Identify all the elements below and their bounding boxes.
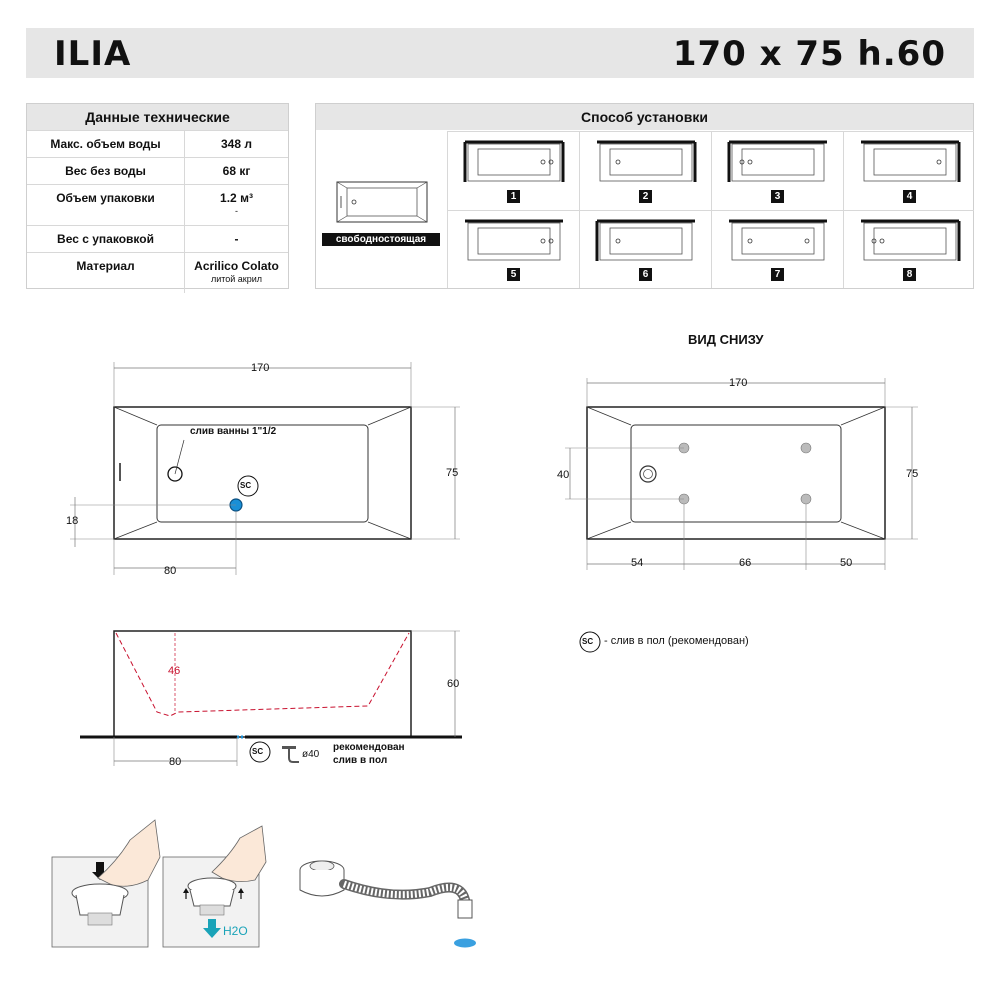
top-view-drawing bbox=[70, 362, 460, 575]
spec-table: Данные технические Макс. объем воды 348 … bbox=[26, 103, 289, 293]
model-name: ILIA bbox=[54, 34, 132, 74]
water-arrow-icon bbox=[203, 919, 221, 938]
bottom-seg3-label: 50 bbox=[840, 557, 853, 569]
top-depth-label: 75 bbox=[446, 467, 459, 479]
side-height-label: 60 bbox=[447, 678, 460, 690]
bottom-view-drawing bbox=[565, 378, 918, 570]
wall-tub-icon bbox=[727, 140, 827, 182]
floor-drain-icon bbox=[454, 938, 476, 948]
drain-label: слив ванны 1"1/2 bbox=[190, 426, 277, 437]
hand-icon bbox=[97, 819, 161, 887]
side-sc-label: SC bbox=[252, 747, 264, 756]
wall-tub-icon bbox=[597, 140, 697, 182]
install-option-number: 5 bbox=[507, 268, 520, 281]
wall-tub-icon bbox=[729, 219, 827, 261]
install-option-number: 8 bbox=[903, 268, 916, 281]
side-offset-x-label: 80 bbox=[169, 756, 182, 768]
side-inner-depth-label: 46 bbox=[168, 665, 181, 677]
bottom-view-title: ВИД СНИЗУ bbox=[688, 332, 764, 347]
install-option-1[interactable]: 1 bbox=[447, 131, 579, 210]
spec-value: 348 л bbox=[221, 137, 252, 151]
spec-key: Материал bbox=[27, 253, 185, 293]
bottom-seg2-label: 66 bbox=[739, 557, 752, 569]
model-size: 170 x 75 h.60 bbox=[672, 34, 946, 74]
spec-value: - bbox=[234, 232, 239, 246]
siphon-pipe-icon bbox=[282, 746, 299, 763]
drain-kit-illustration bbox=[299, 860, 476, 948]
spec-value: 68 кг bbox=[222, 164, 251, 178]
spec-value-main: 1.2 м³ bbox=[220, 191, 253, 205]
foot-icon bbox=[800, 493, 812, 505]
water-label: H2O bbox=[223, 924, 248, 938]
install-freestanding: свободностоящая bbox=[316, 130, 447, 288]
spec-value-sub: - bbox=[235, 206, 238, 216]
spec-row: Вес с упаковкой - bbox=[27, 225, 288, 252]
spec-key: Макс. объем воды bbox=[27, 131, 185, 157]
install-option-3[interactable]: 3 bbox=[711, 131, 843, 210]
install-option-2[interactable]: 2 bbox=[579, 131, 711, 210]
drain-push-illustration-2 bbox=[162, 825, 267, 948]
wall-tub-icon bbox=[861, 219, 961, 261]
top-width-label: 170 bbox=[251, 362, 270, 374]
wall-tub-icon bbox=[861, 140, 961, 182]
bottom-seg1-label: 54 bbox=[631, 557, 644, 569]
header-bar: ILIA 170 x 75 h.60 bbox=[26, 28, 974, 78]
recommended-line-2: слив в пол bbox=[333, 755, 388, 766]
install-option-8[interactable]: 8 bbox=[843, 210, 974, 288]
sc-icon bbox=[249, 741, 271, 763]
sc-label: SC bbox=[240, 481, 252, 490]
freestanding-tub-icon bbox=[336, 181, 428, 223]
wall-tub-icon bbox=[463, 140, 565, 182]
spec-row: Макс. объем воды 348 л bbox=[27, 130, 288, 157]
spec-row: Объем упаковки 1.2 м³- bbox=[27, 184, 288, 225]
side-view-drawing bbox=[80, 630, 462, 766]
installation-panel: Способ установки свободностоящая 1 bbox=[315, 103, 974, 289]
recommended-line-1: рекомендован bbox=[333, 742, 405, 753]
spec-key: Объем упаковки bbox=[27, 185, 185, 225]
install-option-7[interactable]: 7 bbox=[711, 210, 843, 288]
install-option-number: 4 bbox=[903, 190, 916, 203]
spec-value: 1.2 м³- bbox=[185, 185, 288, 225]
spec-title: Данные технические bbox=[27, 104, 288, 130]
install-option-number: 6 bbox=[639, 268, 652, 281]
install-option-number: 2 bbox=[639, 190, 652, 203]
sc-icon bbox=[237, 475, 259, 497]
hand-icon bbox=[211, 825, 267, 882]
top-offset-y-label: 18 bbox=[66, 515, 79, 527]
recommended-label: рекомендован слив в пол bbox=[333, 741, 405, 767]
bottom-depth-label: 75 bbox=[906, 468, 919, 480]
legend-text: - слив в пол (рекомендован) bbox=[604, 635, 749, 647]
freestanding-badge: свободностоящая bbox=[322, 233, 440, 246]
install-option-4[interactable]: 4 bbox=[843, 131, 974, 210]
drain-hole-icon bbox=[639, 465, 657, 483]
install-option-5[interactable]: 5 bbox=[447, 210, 579, 288]
install-option-number: 1 bbox=[507, 190, 520, 203]
pipe-diameter-label: ø40 bbox=[302, 749, 320, 760]
installation-title: Способ установки bbox=[316, 104, 973, 130]
wall-tub-icon bbox=[465, 219, 563, 261]
legend-sc-label: SC bbox=[582, 637, 594, 646]
install-option-number: 3 bbox=[771, 190, 784, 203]
wall-tub-icon bbox=[595, 219, 695, 261]
bottom-width-label: 170 bbox=[729, 377, 748, 389]
legend-sc-icon bbox=[579, 631, 601, 653]
foot-icon bbox=[800, 442, 812, 454]
install-option-number: 7 bbox=[771, 268, 784, 281]
spec-key: Вес без воды bbox=[27, 158, 185, 184]
top-offset-x-label: 80 bbox=[164, 565, 177, 577]
bottom-feet-y-label: 40 bbox=[557, 469, 570, 481]
spec-value-sub: литой акрил bbox=[210, 274, 263, 284]
install-option-6[interactable]: 6 bbox=[579, 210, 711, 288]
spec-value-main: Acrilico Colato bbox=[194, 259, 279, 273]
drain-push-illustration-1 bbox=[51, 819, 161, 948]
spec-key: Вес с упаковкой bbox=[27, 226, 185, 252]
spec-row: Вес без воды 68 кг bbox=[27, 157, 288, 184]
